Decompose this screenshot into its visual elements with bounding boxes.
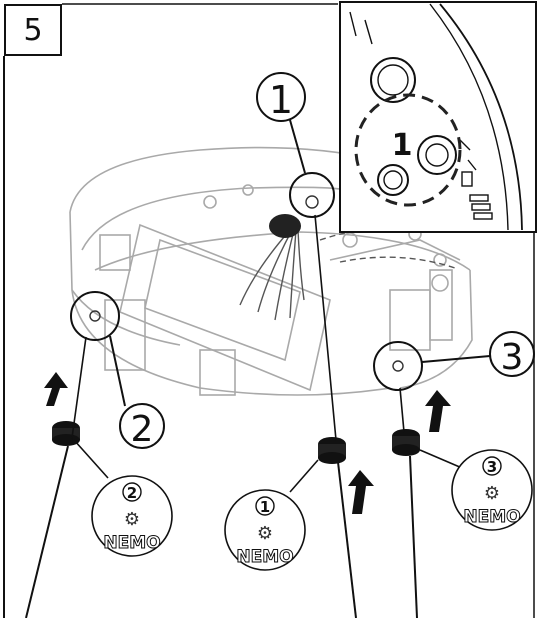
wire-bundle [239, 229, 305, 321]
callout-circle-3 [489, 331, 535, 377]
connector-badge-2: 2 ⚙ NEMO [73, 439, 173, 557]
up-arrow-icon [44, 372, 68, 406]
step-number: 5 [23, 12, 43, 48]
up-arrow-icon [348, 470, 374, 514]
connector-number-3: 3 [487, 458, 497, 476]
port-marker-1 [289, 172, 335, 218]
connector-2 [25, 336, 87, 618]
camera-housing [69, 146, 473, 396]
step-number-box: 5 [4, 4, 62, 56]
connector-number-1: 1 [260, 498, 270, 516]
callout-circle-1 [256, 72, 306, 122]
port-marker-2 [70, 291, 120, 341]
callout-label-3: 3 [501, 337, 524, 378]
inset-label: 1 [392, 128, 413, 163]
callout-label-2: 2 [131, 409, 154, 450]
callout-label-1: 1 [269, 78, 293, 122]
connector-1 [314, 214, 357, 618]
connector-brand-1: NEMO [236, 547, 293, 567]
gear-icon: ⚙ [257, 523, 273, 543]
up-arrow-icon [425, 390, 451, 432]
connector-number-2: 2 [127, 484, 137, 502]
callout-circle-2 [119, 403, 165, 449]
gear-icon: ⚙ [484, 483, 500, 503]
gear-icon: ⚙ [124, 509, 140, 529]
cable-entry-hole [269, 214, 301, 238]
connector-badge-3: 3 ⚙ NEMO [419, 449, 533, 531]
connector-badge-1: 1 ⚙ NEMO [224, 459, 319, 571]
port-marker-3 [373, 341, 423, 391]
detail-inset: 1 [339, 1, 537, 233]
connector-brand-2: NEMO [103, 533, 160, 553]
connector-brand-3: NEMO [463, 507, 520, 527]
connector-3 [392, 387, 420, 618]
highlight-dashed-ellipse [354, 93, 462, 207]
